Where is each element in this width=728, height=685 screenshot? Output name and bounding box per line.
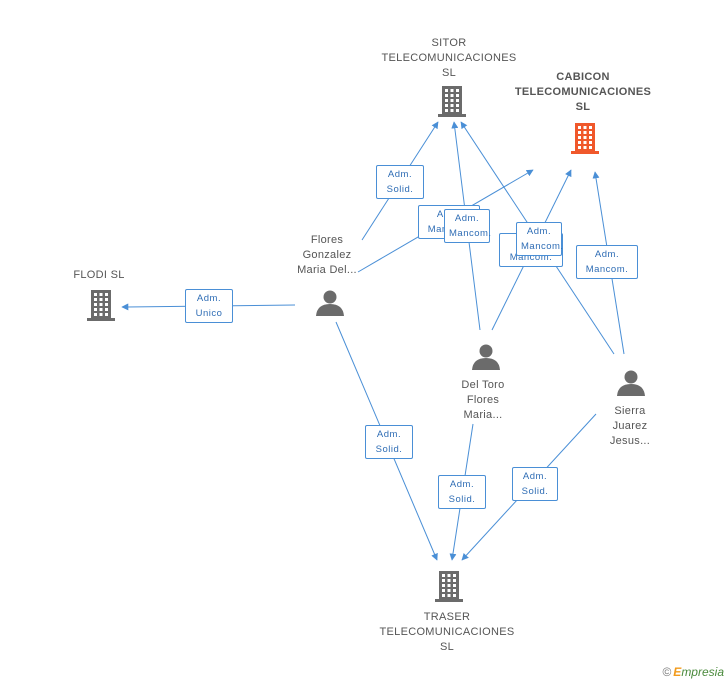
edge-label-flores-traser[interactable]: Adm. Solid. [365,425,413,459]
edge-label-sierra-sitor[interactable]: Adm. Mancom. [516,222,563,256]
edge-label-sierra-traser[interactable]: Adm. Solid. [512,467,558,501]
edge-label-flores-flodi[interactable]: Adm. Unico [185,289,233,323]
building-icon-traser[interactable] [435,571,463,602]
node-label-deltoro[interactable]: Del Toro Flores Maria... [461,379,505,421]
edge-label-flores-sitor[interactable]: Adm. Solid. [376,165,424,199]
building-icon-sitor[interactable] [438,86,466,117]
brand-name: mpresia [681,665,724,679]
building-icon-flodi[interactable] [87,290,115,321]
node-label-sitor[interactable]: SITOR TELECOMUNICACIONES SL [381,37,517,79]
edge-label-sierra-cabicon[interactable]: Adm. Mancom. [576,245,638,279]
node-label-flodi[interactable]: FLODI SL [73,269,125,281]
brand-logo-initial: E [673,665,682,679]
edge-label-deltoro-traser[interactable]: Adm. Solid. [438,475,486,509]
node-label-traser[interactable]: TRASER TELECOMUNICACIONES SL [379,611,515,653]
nodes-layer [87,86,645,602]
person-icon-deltoro[interactable] [472,344,500,371]
person-icon-flores[interactable] [316,290,344,317]
person-icon-sierra[interactable] [617,370,645,397]
node-label-flores[interactable]: Flores Gonzalez Maria Del... [297,234,357,276]
edge-label-deltoro-sitor[interactable]: Adm. Mancom. [444,209,491,243]
brand-footer[interactable]: ©Empresia [662,665,724,679]
node-label-sierra[interactable]: Sierra Juarez Jesus... [609,405,651,447]
building-icon-cabicon[interactable] [571,123,599,154]
copyright-symbol: © [662,665,672,679]
node-label-cabicon[interactable]: CABICON TELECOMUNICACIONES SL [514,71,652,113]
